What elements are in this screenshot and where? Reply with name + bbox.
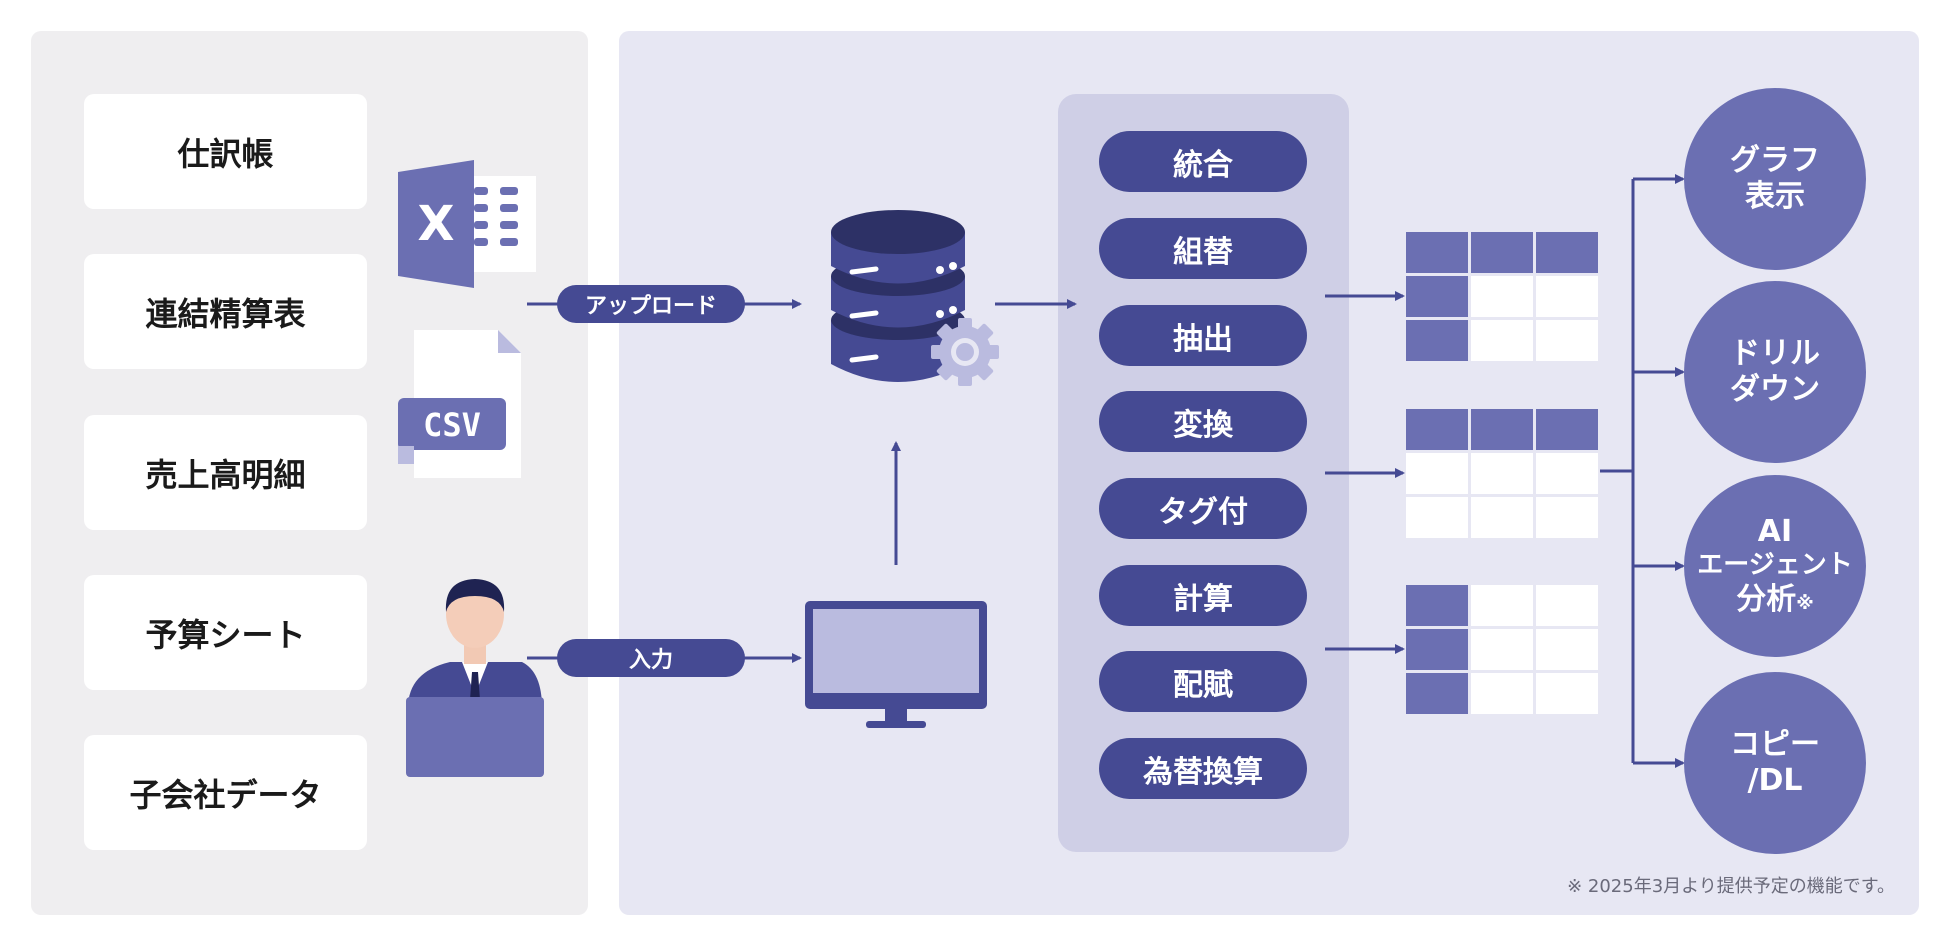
output-graph-line-2: 表示 xyxy=(1745,179,1805,214)
csv-label: CSV xyxy=(423,406,481,444)
table-3-icon xyxy=(1406,585,1598,714)
table-1-icon xyxy=(1406,232,1598,361)
output-drill-line-2: ダウン xyxy=(1730,372,1820,407)
table-2-icon xyxy=(1406,409,1598,538)
process-integrate: 統合 xyxy=(1099,131,1307,192)
upload-label: アップロード xyxy=(557,285,745,323)
database-icon xyxy=(831,210,965,382)
process-allocate: 配賦 xyxy=(1099,651,1307,712)
footnote: ※ 2025年3月より提供予定の機能です。 xyxy=(1567,876,1895,897)
output-graph-line-1: グラフ xyxy=(1730,143,1820,178)
process-transform: 変換 xyxy=(1099,391,1307,452)
excel-file-icon: X xyxy=(398,160,536,288)
laptop-icon xyxy=(406,697,544,777)
process-fx-conversion: 為替換算 xyxy=(1099,738,1307,799)
output-ai-agent-analysis: AI エージェント 分析※ xyxy=(1684,475,1866,657)
source-card-sales-detail: 売上高明細 xyxy=(84,415,367,530)
process-reclassify: 組替 xyxy=(1099,218,1307,279)
gear-icon xyxy=(931,318,999,386)
source-card-subsidiary: 子会社データ xyxy=(84,735,367,850)
csv-file-icon: CSV xyxy=(398,330,521,478)
monitor-icon xyxy=(805,601,987,728)
process-extract: 抽出 xyxy=(1099,305,1307,366)
output-graph-display: グラフ 表示 xyxy=(1684,88,1866,270)
source-card-journal: 仕訳帳 xyxy=(84,94,367,209)
output-copy-line-2: /DL xyxy=(1747,763,1803,798)
output-connector xyxy=(1600,174,1685,768)
source-card-budget: 予算シート xyxy=(84,575,367,690)
output-ai-line-1: AI xyxy=(1757,514,1793,550)
output-ai-line-3: 分析 xyxy=(1736,581,1797,617)
output-ai-note-mark: ※ xyxy=(1796,592,1814,614)
output-drill-down: ドリル ダウン xyxy=(1684,281,1866,463)
output-drill-line-1: ドリル xyxy=(1730,336,1820,371)
process-calculate: 計算 xyxy=(1099,565,1307,626)
source-card-consolidation: 連結精算表 xyxy=(84,254,367,369)
person-icon xyxy=(406,579,544,777)
excel-letter: X xyxy=(417,196,454,252)
output-ai-line-2: エージェント xyxy=(1697,550,1853,581)
process-tagging: タグ付 xyxy=(1099,478,1307,539)
input-label: 入力 xyxy=(557,639,745,677)
output-copy-line-1: コピー xyxy=(1730,727,1820,762)
output-copy-download: コピー /DL xyxy=(1684,672,1866,854)
